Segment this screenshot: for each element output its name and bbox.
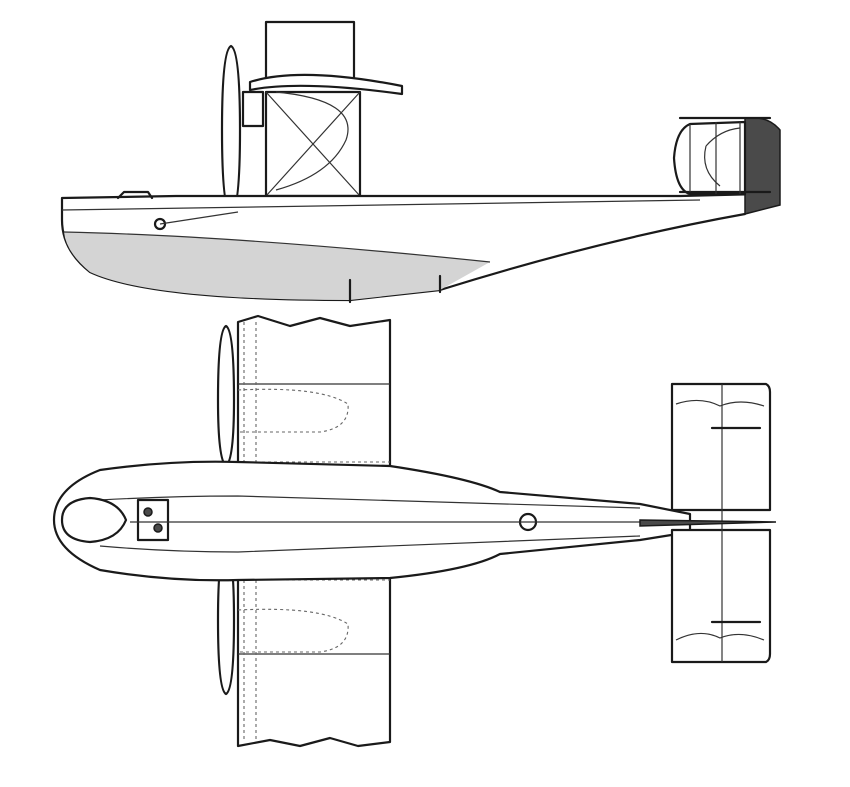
plan-propeller-upper bbox=[216, 324, 236, 468]
plan-wing-panel-lines bbox=[238, 383, 390, 655]
plan-tailplane-tip-lower bbox=[675, 632, 765, 641]
side-view bbox=[60, 20, 781, 304]
plan-tail-struts bbox=[710, 426, 762, 624]
plan-bow-cockpit bbox=[60, 496, 128, 544]
plan-rudder-edge bbox=[639, 519, 777, 527]
plan-crew-seat-1 bbox=[143, 507, 153, 517]
plan-crew-seat-2 bbox=[153, 523, 163, 533]
plan-tailplane-tip-upper bbox=[675, 399, 765, 407]
side-cockpit-coaming bbox=[116, 190, 154, 200]
side-engine bbox=[241, 90, 265, 128]
plan-tailplane-upper bbox=[670, 382, 772, 512]
side-hull-steps bbox=[348, 274, 442, 304]
plan-propeller-lower bbox=[216, 546, 236, 696]
plan-view bbox=[52, 314, 777, 748]
plan-crew-cockpit bbox=[136, 498, 170, 542]
side-tailplanes bbox=[678, 116, 772, 194]
plan-hull-chine-upper bbox=[99, 495, 641, 509]
side-tail-struts bbox=[689, 122, 741, 194]
side-hull-chine bbox=[63, 231, 491, 263]
side-propeller bbox=[220, 44, 242, 216]
side-propeller-shaft-line bbox=[159, 211, 239, 225]
plan-hull bbox=[52, 460, 692, 582]
plan-tailplane-lower bbox=[670, 528, 772, 664]
side-upper-wing-section bbox=[264, 20, 356, 86]
side-bracing-wires bbox=[265, 91, 361, 197]
side-upper-wing bbox=[248, 73, 404, 96]
side-engine-cowl-line bbox=[275, 91, 349, 191]
side-hull-shading bbox=[64, 232, 490, 300]
side-tailplane-cell bbox=[672, 120, 747, 196]
side-rudder bbox=[744, 117, 781, 215]
side-hull-deck-line bbox=[61, 199, 701, 211]
side-tail-fin-outline bbox=[704, 127, 741, 187]
plan-hull-chine-lower bbox=[99, 535, 641, 553]
side-strut-cell bbox=[264, 90, 362, 198]
